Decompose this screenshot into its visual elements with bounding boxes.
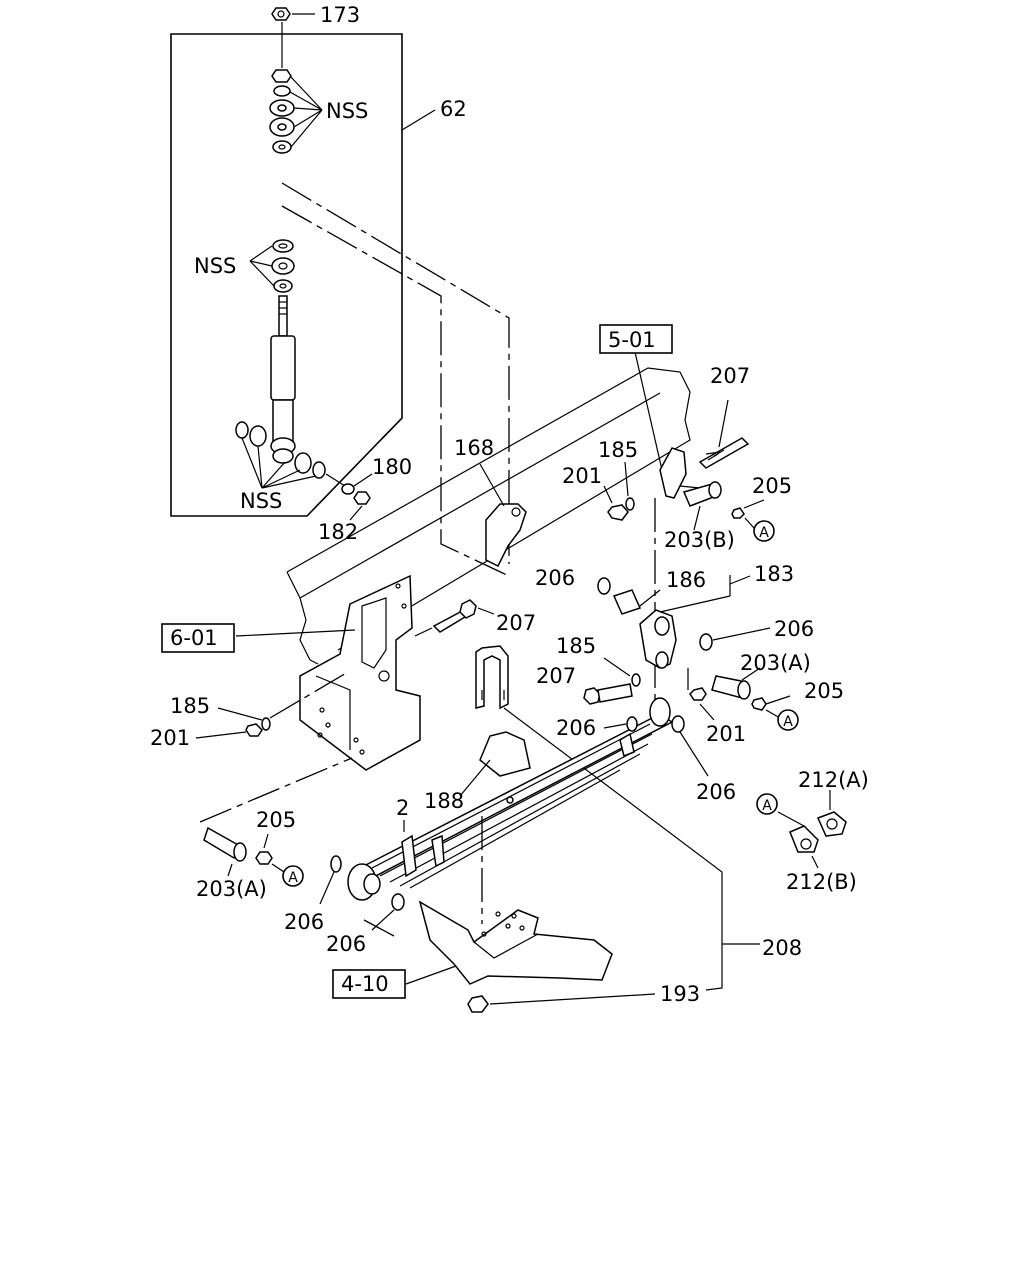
label-193: 193 (660, 982, 700, 1006)
washer-206-a (597, 577, 611, 595)
label-188: 188 (424, 789, 464, 813)
leaf-spring-2 (347, 697, 674, 901)
circle-a-2 (777, 709, 799, 731)
reference-5-01: 5-01 (608, 328, 656, 352)
label-186: 186 (666, 568, 706, 592)
circle-a-3 (282, 865, 304, 887)
label-208: 208 (762, 936, 802, 960)
upper-bushings (269, 69, 295, 154)
label-168: 168 (454, 436, 494, 460)
circle-a-3-text: A (288, 870, 298, 886)
washer-180 (341, 483, 355, 495)
chain-line-2 (281, 205, 510, 577)
nut-182 (353, 491, 371, 505)
reference-box-6-01 (161, 623, 235, 653)
reference-box-5-01 (599, 324, 673, 354)
label-173: 173 (320, 3, 360, 27)
label-212a: 212(A) (798, 768, 869, 792)
label-205-left: 205 (256, 808, 296, 832)
u-bolt-208 (475, 645, 760, 991)
nut-193 (467, 995, 489, 1013)
lower-bushings (271, 239, 295, 293)
label-203b: 203(B) (664, 528, 735, 552)
label-185-left: 185 (170, 694, 210, 718)
circle-a-4 (756, 793, 778, 815)
bolt-207-lower (583, 657, 641, 705)
circle-a-1 (753, 520, 775, 542)
chain-line-4 (269, 671, 349, 719)
nut-201-right (689, 687, 707, 701)
cotter-185-left (261, 717, 271, 731)
label-201-right: 201 (706, 722, 746, 746)
label-207-front: 207 (496, 611, 536, 635)
bushing-186 (612, 589, 642, 615)
reference-box-4-10 (332, 969, 406, 999)
shock-absorber-body (270, 295, 296, 464)
circle-a-2-text: A (783, 714, 793, 730)
reference-4-10: 4-10 (341, 972, 389, 996)
label-62: 62 (440, 97, 467, 121)
nut-173 (271, 7, 315, 21)
rear-hanger (634, 351, 750, 710)
label-180: 180 (372, 455, 412, 479)
pin-203a-left (203, 826, 285, 877)
chain-line-6 (363, 919, 395, 937)
bracket-168 (479, 463, 527, 568)
label-nss-middle: NSS (194, 254, 236, 278)
grease-fittings-212 (777, 790, 847, 869)
nut-201-left (245, 723, 263, 737)
label-205-right: 205 (804, 679, 844, 703)
pin-203b (682, 481, 765, 531)
reference-6-01: 6-01 (170, 626, 218, 650)
label-206-left-b: 206 (326, 932, 366, 956)
washer-206-d (391, 893, 405, 911)
cotter-185-rear (625, 497, 635, 511)
label-203a-right: 203(A) (740, 651, 811, 675)
pin-203a-right (687, 667, 791, 721)
label-185-middle: 185 (556, 634, 596, 658)
frame-rail (286, 367, 691, 665)
label-206-shackle: 206 (774, 617, 814, 641)
assembly-62-bracket (170, 33, 403, 517)
axle-seat (405, 900, 656, 1013)
label-207-lower: 207 (536, 664, 576, 688)
washer-206-b (699, 633, 713, 651)
label-182: 182 (318, 520, 358, 544)
chain-line-1 (281, 182, 510, 564)
label-206-right: 206 (696, 780, 736, 804)
spacer-188 (459, 731, 531, 797)
nut-201-rear (607, 504, 629, 521)
bolt-207-front (414, 599, 495, 637)
label-201-left: 201 (150, 726, 190, 750)
label-nss-upper: NSS (326, 99, 368, 123)
shackle-183 (597, 575, 771, 669)
label-nss-lower: NSS (240, 489, 282, 513)
label-206-left-a: 206 (284, 910, 324, 934)
label-2: 2 (396, 796, 409, 820)
washer-206-e (626, 716, 638, 732)
circle-a-4-text: A (762, 798, 772, 814)
front-hanger-bracket (235, 574, 421, 771)
label-203a-left: 203(A) (196, 877, 267, 901)
label-212b: 212(B) (786, 870, 857, 894)
washer-206-c (330, 855, 342, 873)
chain-line-3 (199, 757, 353, 823)
label-205-top: 205 (752, 474, 792, 498)
label-201-top: 201 (562, 464, 602, 488)
label-206-middle: 206 (556, 716, 596, 740)
label-183: 183 (754, 562, 794, 586)
label-206-top: 206 (535, 566, 575, 590)
circle-a-1-text: A (759, 525, 769, 541)
label-207-top: 207 (710, 364, 750, 388)
shock-absorber-assembly (170, 7, 436, 521)
washer-206-f (671, 715, 685, 733)
label-185-top: 185 (598, 438, 638, 462)
